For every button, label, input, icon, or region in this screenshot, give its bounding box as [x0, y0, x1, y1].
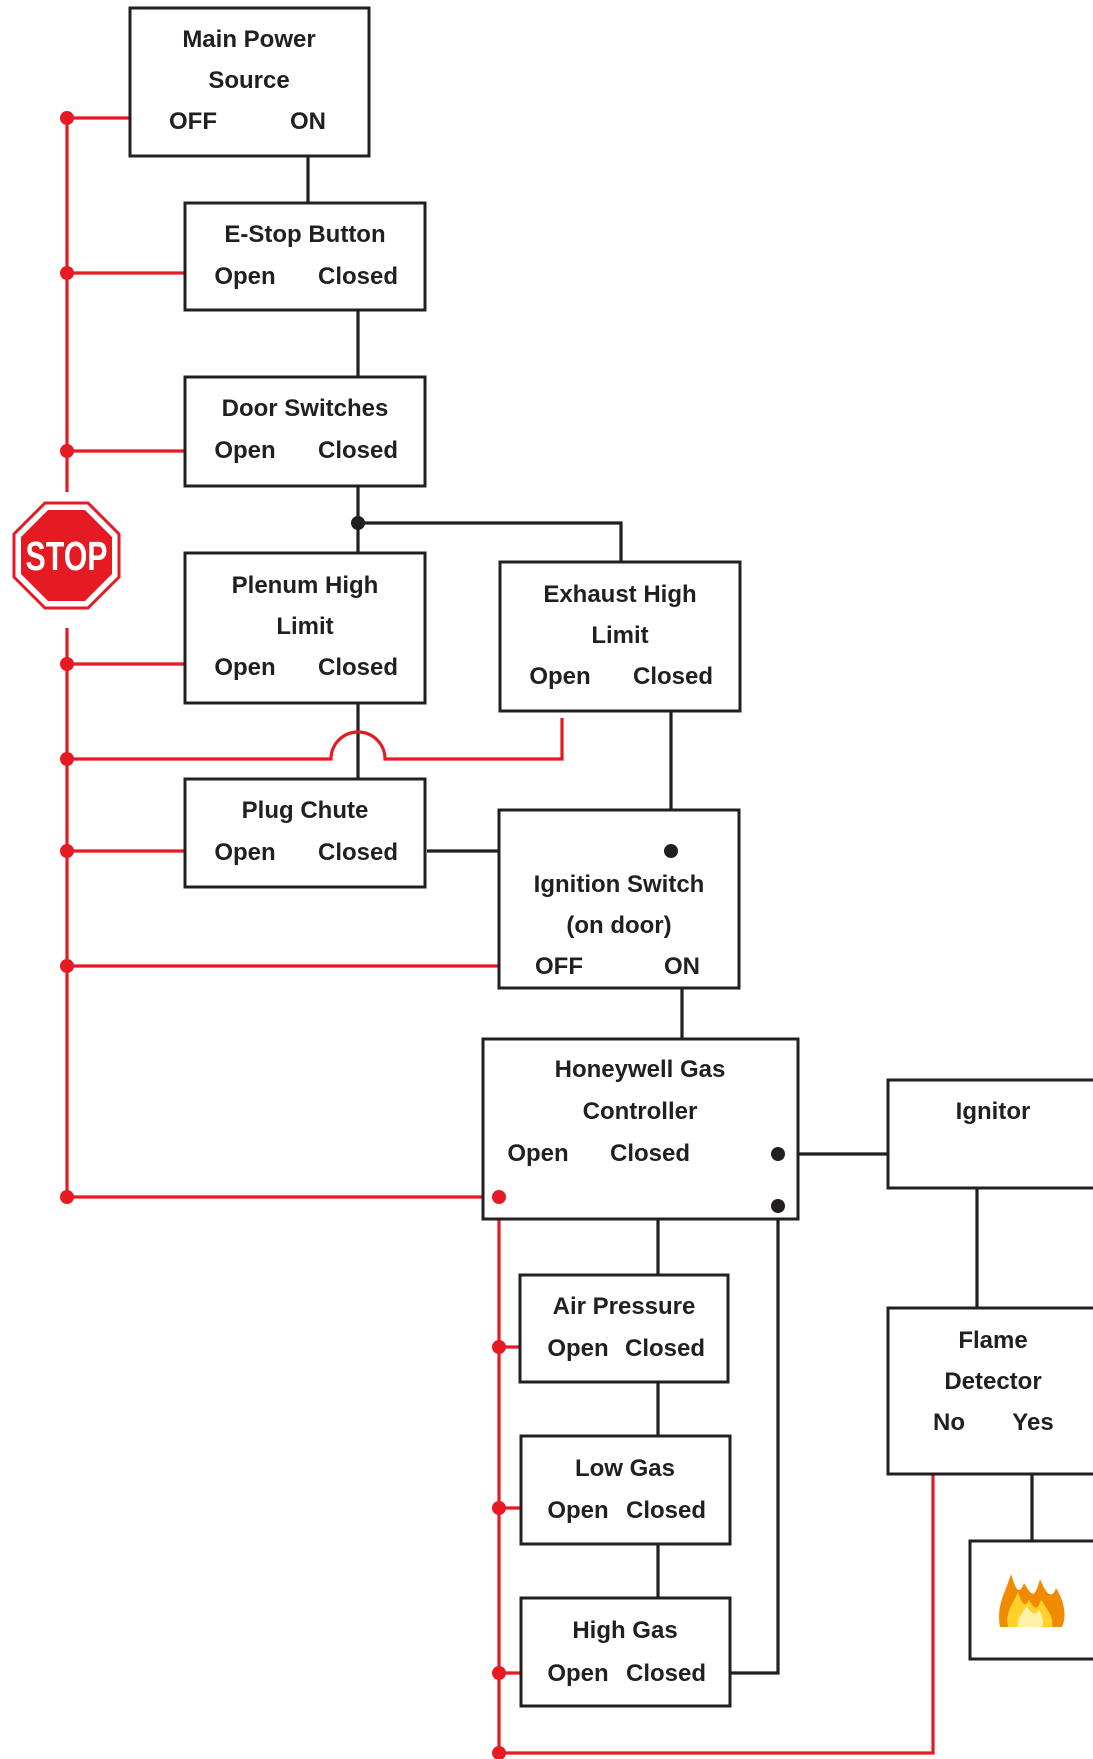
lowgas-open-label: Open	[547, 1497, 608, 1524]
main-power-off-label: OFF	[169, 108, 217, 135]
door-switches-box: Door Switches Open Closed	[183, 375, 427, 488]
ignition-title-1: Ignition Switch	[534, 871, 705, 898]
flame-title-2: Detector	[944, 1368, 1041, 1395]
plug-closed-label: Closed	[318, 839, 398, 866]
ignition-on-label: ON	[664, 953, 700, 980]
plenum-open-label: Open	[214, 654, 275, 681]
estop-box: E-Stop Button Open Closed	[183, 201, 427, 312]
highgas-closed-label: Closed	[626, 1660, 706, 1687]
flame-icon	[999, 1574, 1065, 1627]
door-title: Door Switches	[222, 395, 389, 422]
honeywell-controller-box: Honeywell Gas Controller Open Closed	[481, 1037, 800, 1221]
plenum-closed-label: Closed	[318, 654, 398, 681]
estop-closed-label: Closed	[318, 263, 398, 290]
main-power-title-2: Source	[208, 67, 289, 94]
honeywell-closed-label: Closed	[610, 1140, 690, 1167]
honeywell-open-label: Open	[507, 1140, 568, 1167]
fault-dot-13	[492, 1746, 506, 1759]
fault-dot-10	[492, 1340, 506, 1354]
burner-box	[968, 1539, 1093, 1661]
fault-dot-6	[60, 844, 74, 858]
air-pressure-box: Air Pressure Open Closed	[518, 1273, 730, 1384]
high-gas-box: High Gas Open Closed	[519, 1596, 732, 1708]
junction-dot-honeywell-upper	[771, 1147, 785, 1161]
main-power-title-1: Main Power	[182, 26, 315, 53]
exhaust-high-limit-box: Exhaust High Limit Open Closed	[498, 560, 742, 713]
stop-sign-label: STOP	[26, 533, 108, 579]
exhaust-open-label: Open	[529, 663, 590, 690]
honeywell-title-2: Controller	[583, 1098, 698, 1125]
plug-open-label: Open	[214, 839, 275, 866]
gas-fault-bus	[497, 1197, 935, 1755]
air-closed-label: Closed	[625, 1335, 705, 1362]
fault-dot-3	[60, 444, 74, 458]
ignitor-box: Ignitor	[886, 1078, 1093, 1190]
low-gas-box: Low Gas Open Closed	[519, 1434, 732, 1546]
wire-highgas-return	[731, 1206, 780, 1675]
plenum-title-2: Limit	[276, 613, 333, 640]
fault-dot-12	[492, 1666, 506, 1680]
exhaust-title-2: Limit	[591, 622, 648, 649]
main-power-on-label: ON	[290, 108, 326, 135]
ignition-switch-box: Ignition Switch (on door) OFF ON	[497, 808, 741, 990]
junction-dot-door	[351, 516, 365, 530]
fault-dot-1	[60, 111, 74, 125]
estop-title: E-Stop Button	[224, 221, 385, 248]
flame-title-1: Flame	[958, 1327, 1027, 1354]
junction-dot-honeywell-lower	[771, 1199, 785, 1213]
ignition-title-2: (on door)	[566, 912, 671, 939]
main-power-box: Main Power Source OFF ON	[128, 6, 371, 158]
ignition-off-label: OFF	[535, 953, 583, 980]
air-title: Air Pressure	[553, 1293, 696, 1320]
fault-dot-4	[60, 657, 74, 671]
fault-dot-2	[60, 266, 74, 280]
flame-yes-label: Yes	[1012, 1409, 1053, 1436]
door-closed-label: Closed	[318, 437, 398, 464]
plug-title: Plug Chute	[242, 797, 369, 824]
plenum-title-1: Plenum High	[232, 572, 379, 599]
fault-dot-5	[60, 752, 74, 766]
lowgas-closed-label: Closed	[626, 1497, 706, 1524]
fault-dot-7	[60, 959, 74, 973]
flame-detector-box: Flame Detector No Yes	[886, 1306, 1093, 1476]
exhaust-title-1: Exhaust High	[543, 581, 696, 608]
plenum-high-limit-box: Plenum High Limit Open Closed	[183, 551, 427, 705]
lowgas-title: Low Gas	[575, 1455, 675, 1482]
air-open-label: Open	[547, 1335, 608, 1362]
door-open-label: Open	[214, 437, 275, 464]
junction-dots	[60, 111, 785, 1759]
fault-wire-exhaust	[67, 718, 564, 761]
fault-wires	[65, 116, 935, 1755]
highgas-title: High Gas	[572, 1617, 677, 1644]
junction-dot-ignition	[664, 844, 678, 858]
stop-sign-icon: STOP	[12, 501, 121, 610]
honeywell-title-1: Honeywell Gas	[555, 1056, 726, 1083]
fault-dot-9	[492, 1190, 506, 1204]
ignitor-title: Ignitor	[956, 1098, 1031, 1125]
fault-dot-8	[60, 1190, 74, 1204]
estop-open-label: Open	[214, 263, 275, 290]
wire-junction-to-exhaust	[358, 521, 623, 562]
fault-dot-11	[492, 1501, 506, 1515]
exhaust-closed-label: Closed	[633, 663, 713, 690]
flame-no-label: No	[933, 1409, 965, 1436]
plug-chute-box: Plug Chute Open Closed	[183, 777, 427, 889]
highgas-open-label: Open	[547, 1660, 608, 1687]
